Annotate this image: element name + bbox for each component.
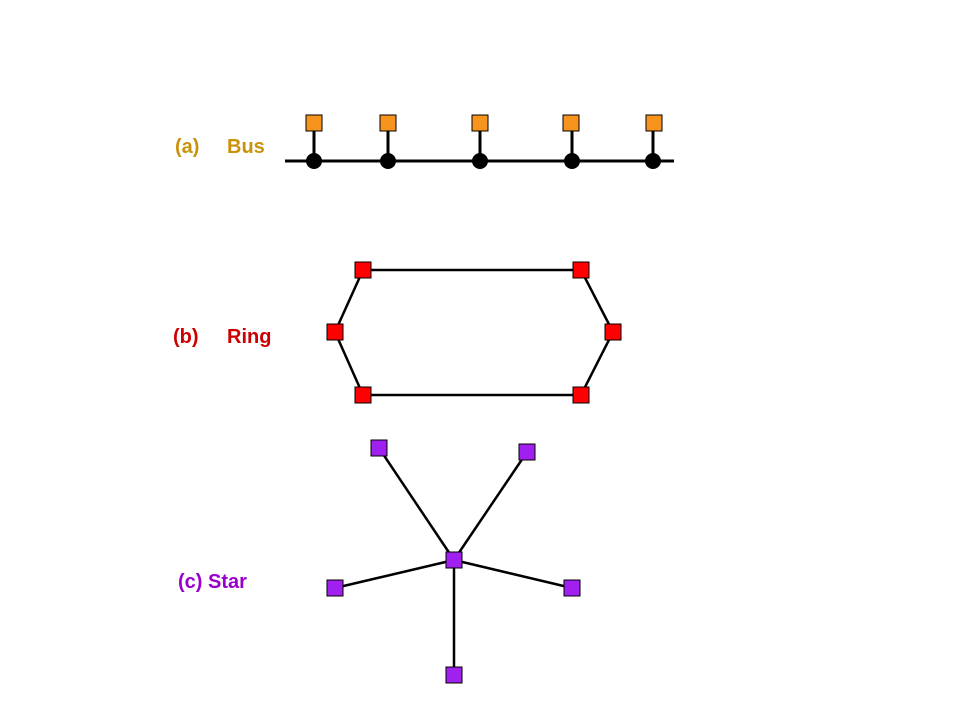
star-link — [453, 558, 573, 590]
ring-node — [326, 323, 344, 341]
ring-node — [604, 323, 622, 341]
ring-letter: (b) — [173, 326, 199, 348]
bus-station — [562, 114, 580, 169]
ring-path — [333, 268, 615, 397]
bus-node — [471, 114, 489, 132]
bus-node — [379, 114, 397, 132]
star-link — [377, 447, 456, 561]
star-node — [326, 579, 344, 597]
star-topology — [326, 439, 581, 684]
bus-node — [645, 114, 663, 132]
bus-topology — [285, 114, 674, 169]
star-hub — [445, 551, 463, 569]
bus-tap-point — [564, 153, 580, 169]
star-node — [370, 439, 388, 457]
bus-station — [379, 114, 397, 169]
bus-station — [471, 114, 489, 169]
ring-node — [572, 386, 590, 404]
bus-station — [645, 114, 663, 169]
star-node — [563, 579, 581, 597]
star-link — [334, 558, 455, 590]
bus-station — [305, 114, 323, 169]
bus-node — [562, 114, 580, 132]
bus-tap-point — [306, 153, 322, 169]
ring-title: Ring — [227, 326, 272, 348]
ring-topology — [326, 261, 622, 404]
ring-node — [572, 261, 590, 279]
bus-tap-point — [645, 153, 661, 169]
ring-node — [354, 261, 372, 279]
star-title: (c) Star — [178, 571, 247, 593]
star-node — [518, 443, 536, 461]
star-node — [445, 666, 463, 684]
bus-tap-point — [380, 153, 396, 169]
bus-node — [305, 114, 323, 132]
star-link — [452, 451, 529, 561]
bus-letter: (a) — [175, 136, 200, 158]
bus-tap-point — [472, 153, 488, 169]
ring-node — [354, 386, 372, 404]
bus-title: Bus — [227, 136, 265, 158]
